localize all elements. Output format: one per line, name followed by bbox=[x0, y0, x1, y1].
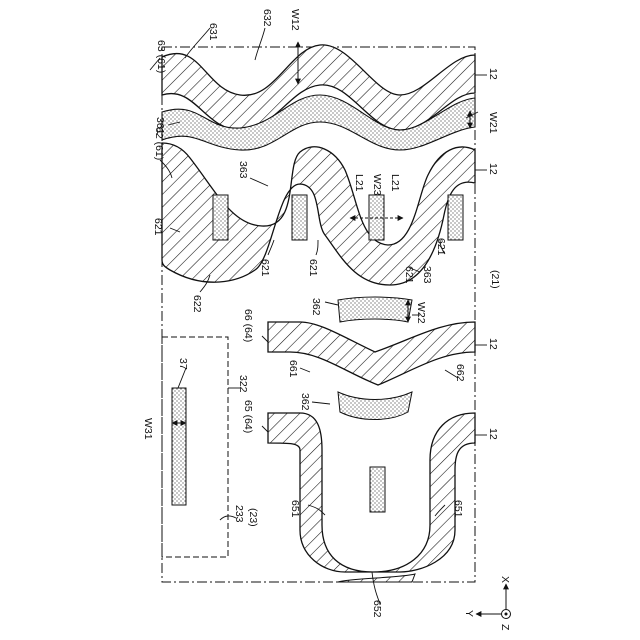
label-w12: W12 bbox=[289, 9, 301, 31]
label-621a: 621 bbox=[152, 218, 164, 236]
label-651a: 651 bbox=[289, 500, 301, 518]
label-621c: 621 bbox=[307, 259, 319, 277]
slot-363-4 bbox=[448, 195, 463, 240]
label-632: 632 bbox=[261, 9, 273, 27]
label-62: 62 (61) bbox=[153, 127, 165, 160]
label-63: 63 (61) bbox=[155, 40, 167, 73]
label-363b: 363 bbox=[421, 266, 433, 284]
label-66: 66 (64) bbox=[242, 309, 254, 342]
label-12d: 12 bbox=[487, 428, 499, 440]
label-661: 661 bbox=[287, 360, 299, 378]
label-l21b: L21 bbox=[389, 174, 401, 192]
label-23: (23) bbox=[247, 508, 259, 527]
label-12a: 12 bbox=[487, 68, 499, 80]
strip-37 bbox=[172, 388, 186, 505]
label-l21a: L21 bbox=[353, 174, 365, 192]
label-621b: 621 bbox=[259, 259, 271, 277]
label-w21: W21 bbox=[487, 112, 499, 134]
slot-363-2 bbox=[292, 195, 307, 240]
bottom-strip bbox=[338, 574, 415, 582]
label-362b: 362 bbox=[299, 393, 311, 411]
label-363a: 363 bbox=[237, 161, 249, 179]
axis-x-label: X bbox=[499, 576, 511, 583]
label-w22: W22 bbox=[415, 302, 427, 324]
axis-y-label: Y bbox=[463, 610, 475, 617]
label-622: 622 bbox=[191, 295, 203, 313]
label-w23: W23 bbox=[371, 174, 383, 196]
label-233: 233 bbox=[233, 505, 245, 523]
axes-indicator bbox=[476, 584, 511, 619]
label-322: 322 bbox=[237, 375, 249, 393]
axis-z-label: Z bbox=[499, 624, 511, 631]
label-w31: W31 bbox=[142, 418, 154, 440]
slot-363-1 bbox=[213, 195, 228, 240]
label-652: 652 bbox=[371, 600, 383, 618]
label-12c: 12 bbox=[487, 338, 499, 350]
label-621d: 621 bbox=[403, 266, 415, 284]
label-37: 37 bbox=[177, 358, 189, 370]
label-651b: 651 bbox=[452, 500, 464, 518]
dotted-arc-362-lower bbox=[338, 392, 412, 420]
label-12b: 12 bbox=[487, 163, 499, 175]
label-21: (21) bbox=[489, 270, 501, 289]
slot-65 bbox=[370, 467, 385, 512]
label-65: 65 (64) bbox=[242, 400, 254, 433]
label-621e: 621 bbox=[435, 238, 447, 256]
label-631: 631 bbox=[207, 23, 219, 41]
label-362a: 362 bbox=[310, 298, 322, 316]
label-662: 662 bbox=[454, 364, 466, 382]
dotted-arc-362-upper bbox=[338, 297, 412, 322]
